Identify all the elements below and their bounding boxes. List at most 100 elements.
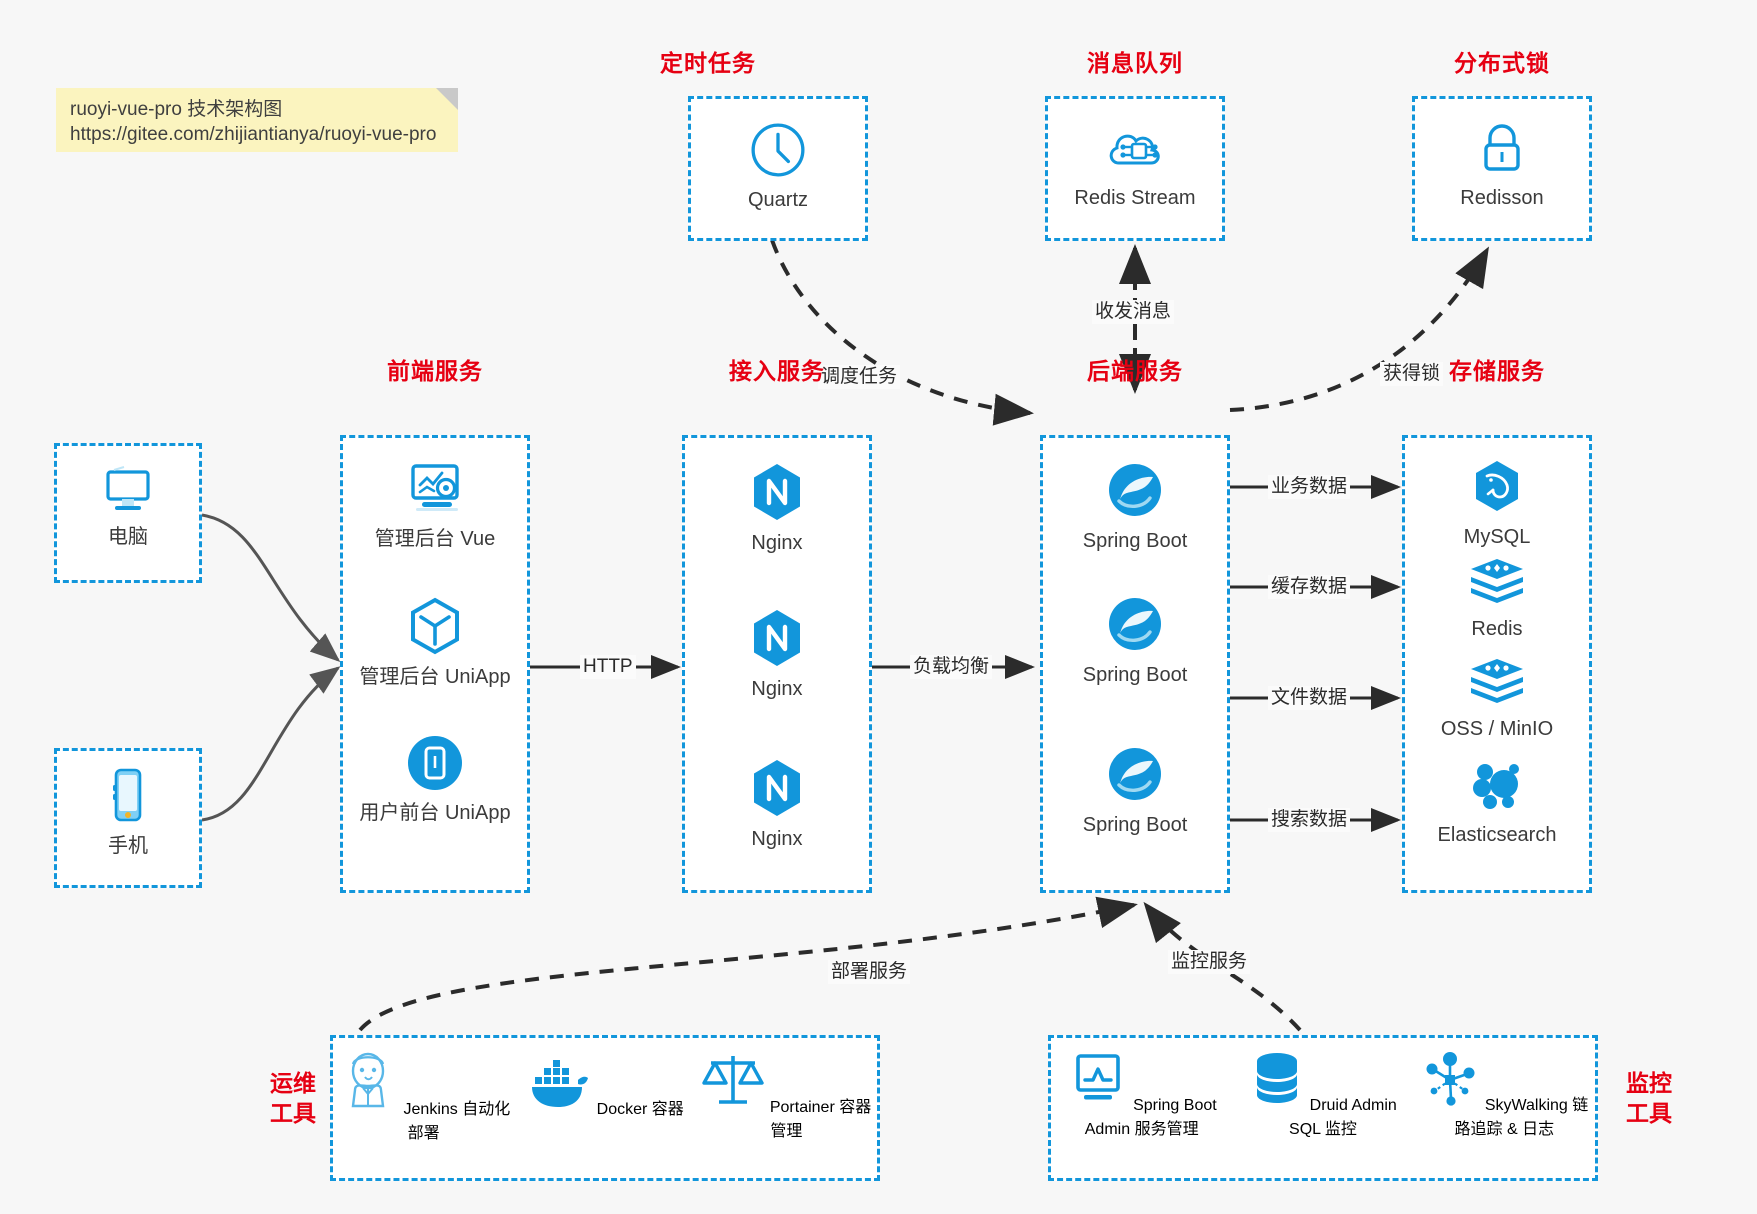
nginx-icon xyxy=(685,608,869,673)
note-line-2: https://gitee.com/zhijiantianya/ruoyi-vu… xyxy=(70,124,437,145)
group-box-frontend: 管理后台 Vue 管理后台 UniApp 用户前台 xyxy=(340,435,530,893)
node-spring-boot-1[interactable]: Spring Boot xyxy=(1043,460,1227,554)
edge-label-file-data: 文件数据 xyxy=(1268,686,1351,710)
node-label: 管理后台 Vue xyxy=(374,528,496,550)
node-label: Jenkins xyxy=(403,1101,458,1118)
node-label: Redis xyxy=(1471,618,1523,640)
cloud-network-icon xyxy=(1048,121,1222,182)
database-icon xyxy=(1249,1053,1309,1114)
node-docker[interactable]: Docker 容器 xyxy=(514,1050,695,1143)
mobile-app-icon xyxy=(343,734,527,797)
group-box-monitoring: Spring Boot Admin 服务管理 Druid Admin SQL 监… xyxy=(1048,1035,1598,1181)
edge-label-acquire-lock: 获得锁 xyxy=(1380,362,1444,386)
redis-icon xyxy=(1405,556,1589,613)
node-sublabel: 服务管理 xyxy=(1134,1121,1199,1138)
jenkins-icon xyxy=(337,1052,403,1118)
node-label: Nginx xyxy=(751,828,803,850)
group-box-devops: Jenkins 自动化部署 xyxy=(330,1035,880,1181)
node-label: Portainer xyxy=(769,1099,835,1116)
node-mysql[interactable]: MySQL xyxy=(1405,458,1589,550)
node-redis[interactable]: Redis xyxy=(1405,556,1589,642)
nginx-icon xyxy=(685,462,869,527)
dashboard-settings-icon xyxy=(343,460,527,523)
node-nginx-1[interactable]: Nginx xyxy=(685,462,869,556)
node-label: 电脑 xyxy=(108,526,148,548)
mysql-icon xyxy=(1405,458,1589,521)
node-redisson[interactable]: Redisson xyxy=(1415,121,1589,211)
node-label: 管理后台 UniApp xyxy=(359,666,511,688)
node-user-uniapp[interactable]: 用户前台 UniApp xyxy=(343,734,527,826)
desktop-icon xyxy=(57,464,199,521)
edge-label-send-receive-message: 收发消息 xyxy=(1092,300,1175,324)
edge-label-http: HTTP xyxy=(580,655,636,679)
node-label: Nginx xyxy=(751,532,803,554)
node-sublabel: 自动化部署 xyxy=(407,1101,511,1142)
devops-title-line-1: 运维 xyxy=(270,1070,316,1096)
node-admin-vue[interactable]: 管理后台 Vue xyxy=(343,460,527,552)
node-label: Spring Boot xyxy=(1082,530,1188,552)
node-quartz[interactable]: Quartz xyxy=(691,121,865,213)
edge-label-business-data: 业务数据 xyxy=(1268,475,1351,499)
node-admin-uniapp[interactable]: 管理后台 UniApp xyxy=(343,596,527,690)
edge-label-cache-data: 缓存数据 xyxy=(1268,575,1351,599)
monitoring-title-line-2: 工具 xyxy=(1626,1100,1672,1126)
node-nginx-2[interactable]: Nginx xyxy=(685,608,869,702)
node-label: Spring Boot Admin xyxy=(1084,1097,1217,1138)
node-computer[interactable]: 电脑 xyxy=(57,464,199,550)
edge-label-deploy-service: 部署服务 xyxy=(828,960,911,984)
elasticsearch-icon xyxy=(1405,758,1589,819)
group-title-devops: 运维 工具 xyxy=(258,1068,328,1128)
node-spring-boot-3[interactable]: Spring Boot xyxy=(1043,744,1227,838)
clock-icon xyxy=(691,121,865,184)
group-title-storage: 存储服务 xyxy=(1449,358,1545,384)
spring-boot-icon xyxy=(1043,744,1227,809)
node-label: Redis Stream xyxy=(1074,187,1196,209)
edge-label-schedule-task: 调度任务 xyxy=(818,365,901,389)
group-title-scheduler: 定时任务 xyxy=(660,50,756,76)
group-box-backend: Spring Boot Spring Boot Spring Boot xyxy=(1040,435,1230,893)
node-nginx-3[interactable]: Nginx xyxy=(685,758,869,852)
node-portainer[interactable]: Portainer 容器管理 xyxy=(696,1050,877,1143)
uniapp-cube-icon xyxy=(343,596,527,661)
node-redis-stream[interactable]: Redis Stream xyxy=(1048,121,1222,211)
scales-icon xyxy=(701,1056,769,1116)
spring-boot-icon xyxy=(1043,594,1227,659)
sticky-note: ruoyi-vue-pro 技术架构图 https://gitee.com/zh… xyxy=(56,88,458,152)
nginx-icon xyxy=(685,758,869,823)
node-oss-minio[interactable]: OSS / MinIO xyxy=(1405,656,1589,742)
skywalking-icon xyxy=(1420,1052,1484,1114)
group-box-gateway: Nginx Nginx Nginx xyxy=(682,435,872,893)
node-label: Quartz xyxy=(747,189,809,211)
node-mobile[interactable]: 手机 xyxy=(57,767,199,859)
lock-icon xyxy=(1415,121,1589,182)
node-spring-boot-2[interactable]: Spring Boot xyxy=(1043,594,1227,688)
node-label: Spring Boot xyxy=(1082,664,1188,686)
node-label: SkyWalking xyxy=(1484,1097,1568,1114)
spring-boot-icon xyxy=(1043,460,1227,525)
oss-minio-icon xyxy=(1405,656,1589,713)
node-elasticsearch[interactable]: Elasticsearch xyxy=(1405,758,1589,848)
node-skywalking[interactable]: SkyWalking 链路追踪 & 日志 xyxy=(1414,1050,1595,1139)
node-label: Redisson xyxy=(1460,187,1544,209)
group-title-distributed-lock: 分布式锁 xyxy=(1454,50,1550,76)
group-box-message-queue: Redis Stream xyxy=(1045,96,1225,241)
group-box-scheduler: Quartz xyxy=(688,96,868,241)
monitoring-title-line-1: 监控 xyxy=(1626,1070,1672,1096)
edge-label-search-data: 搜索数据 xyxy=(1268,808,1351,832)
devops-title-line-2: 工具 xyxy=(270,1100,316,1126)
node-label: Elasticsearch xyxy=(1437,824,1557,846)
node-druid-admin[interactable]: Druid Admin SQL 监控 xyxy=(1232,1050,1413,1139)
client-box-mobile: 手机 xyxy=(54,748,202,888)
group-title-frontend: 前端服务 xyxy=(387,358,483,384)
mobile-phone-icon xyxy=(57,767,199,830)
node-label: Druid Admin xyxy=(1309,1097,1397,1114)
note-line-1: ruoyi-vue-pro 技术架构图 xyxy=(70,99,283,120)
node-sublabel: 容器 xyxy=(651,1101,684,1118)
docker-icon xyxy=(526,1060,596,1118)
node-label: Nginx xyxy=(751,678,803,700)
group-box-distributed-lock: Redisson xyxy=(1412,96,1592,241)
node-spring-boot-admin[interactable]: Spring Boot Admin 服务管理 xyxy=(1051,1050,1232,1139)
group-title-monitoring: 监控 工具 xyxy=(1614,1068,1684,1128)
node-jenkins[interactable]: Jenkins 自动化部署 xyxy=(333,1050,514,1143)
